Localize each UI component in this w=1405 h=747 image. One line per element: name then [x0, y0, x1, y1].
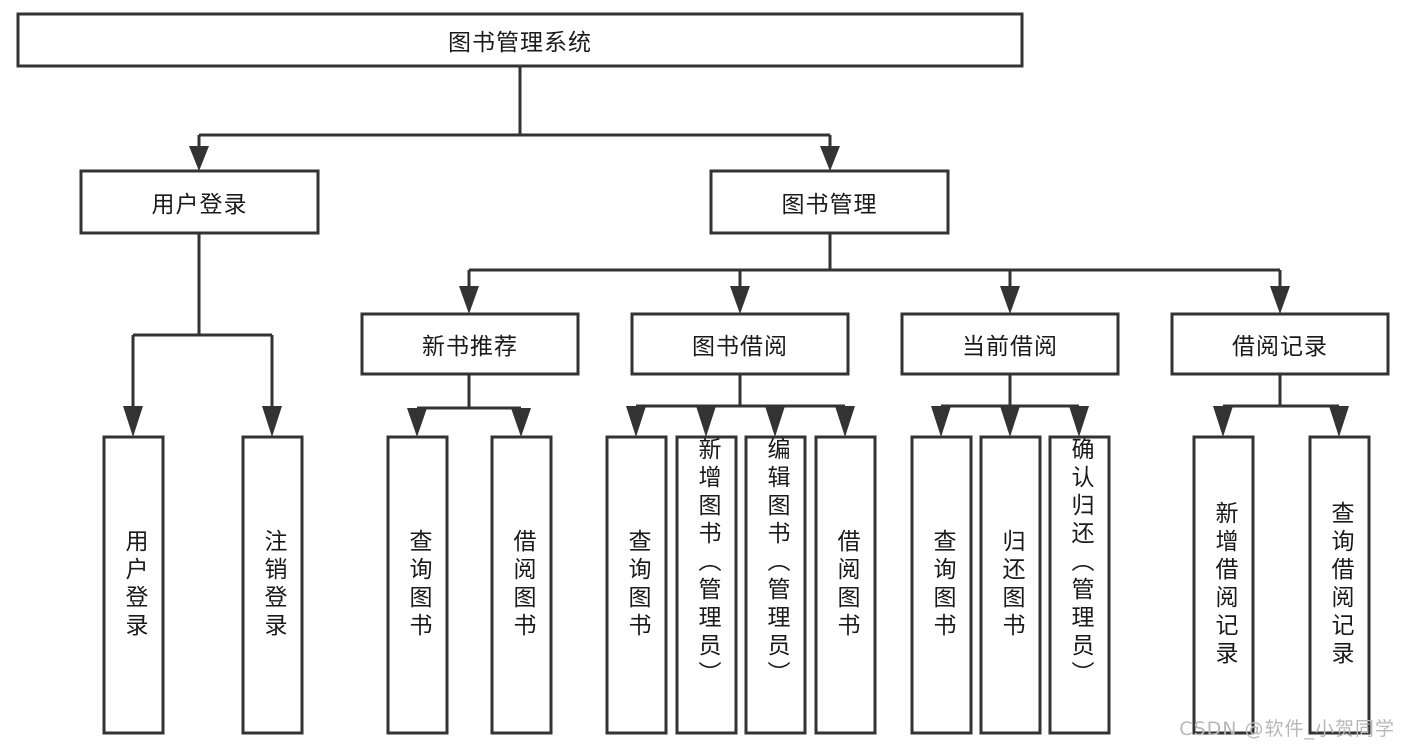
arrowhead-leaf-user-login	[123, 406, 143, 437]
arrowhead-new-book-recommend	[459, 286, 479, 314]
arrowhead-leaf-add-record	[1213, 406, 1233, 437]
connectors-current-borrow-to-leaves	[931, 374, 1089, 437]
arrowhead-book-borrow	[730, 286, 750, 314]
node-new-book-recommend[interactable]	[360, 312, 580, 376]
node-book-borrow[interactable]	[630, 312, 850, 376]
node-leaf-user-logout[interactable]	[241, 435, 304, 735]
arrowhead-book-manage	[820, 146, 840, 171]
node-leaf-borrow-book-2[interactable]	[814, 435, 877, 735]
arrowhead-leaf-user-logout	[262, 406, 282, 437]
node-book-manage[interactable]	[709, 169, 950, 235]
node-leaf-confirm-return[interactable]	[1048, 435, 1111, 735]
node-leaf-user-login[interactable]	[102, 435, 165, 735]
arrowhead-leaf-borrow-book-1	[511, 408, 531, 437]
connectors-root-to-level2	[189, 66, 840, 171]
arrowhead-leaf-confirm-return	[1069, 406, 1089, 437]
arrowhead-leaf-query-book-2	[626, 406, 646, 437]
node-current-borrow[interactable]	[900, 312, 1120, 376]
node-leaf-query-book-1[interactable]	[386, 435, 449, 735]
arrowhead-leaf-edit-book	[765, 406, 785, 437]
arrowhead-leaf-query-book-3	[931, 406, 951, 437]
connectors-new-book-recommend-to-leaves	[407, 374, 531, 437]
node-leaf-query-record[interactable]	[1308, 435, 1371, 735]
arrowhead-current-borrow	[1000, 286, 1020, 314]
node-leaf-edit-book[interactable]	[744, 435, 807, 735]
connectors-user-login-to-leaves	[123, 233, 282, 437]
node-user-login[interactable]	[79, 169, 320, 235]
arrowhead-leaf-borrow-book-2	[835, 406, 855, 437]
node-leaf-add-book[interactable]	[675, 435, 738, 735]
node-leaf-add-record[interactable]	[1192, 435, 1255, 735]
arrowhead-leaf-return-book	[1000, 406, 1020, 437]
arrowhead-leaf-query-record	[1329, 406, 1349, 437]
node-root[interactable]	[16, 12, 1024, 68]
connectors-book-borrow-to-leaves	[626, 374, 855, 437]
arrowhead-leaf-add-book	[696, 406, 716, 437]
node-leaf-query-book-2[interactable]	[605, 435, 668, 735]
arrowhead-borrow-record	[1270, 286, 1290, 314]
node-borrow-record[interactable]	[1170, 312, 1390, 376]
node-leaf-return-book[interactable]	[979, 435, 1042, 735]
arrowhead-leaf-query-book-1	[407, 408, 427, 437]
node-leaf-query-book-3[interactable]	[910, 435, 973, 735]
arrowhead-user-login	[189, 146, 209, 171]
node-leaf-borrow-book-1[interactable]	[490, 435, 553, 735]
connectors-borrow-record-to-leaves	[1213, 374, 1349, 437]
connectors-book-manage-to-level3	[459, 233, 1290, 314]
